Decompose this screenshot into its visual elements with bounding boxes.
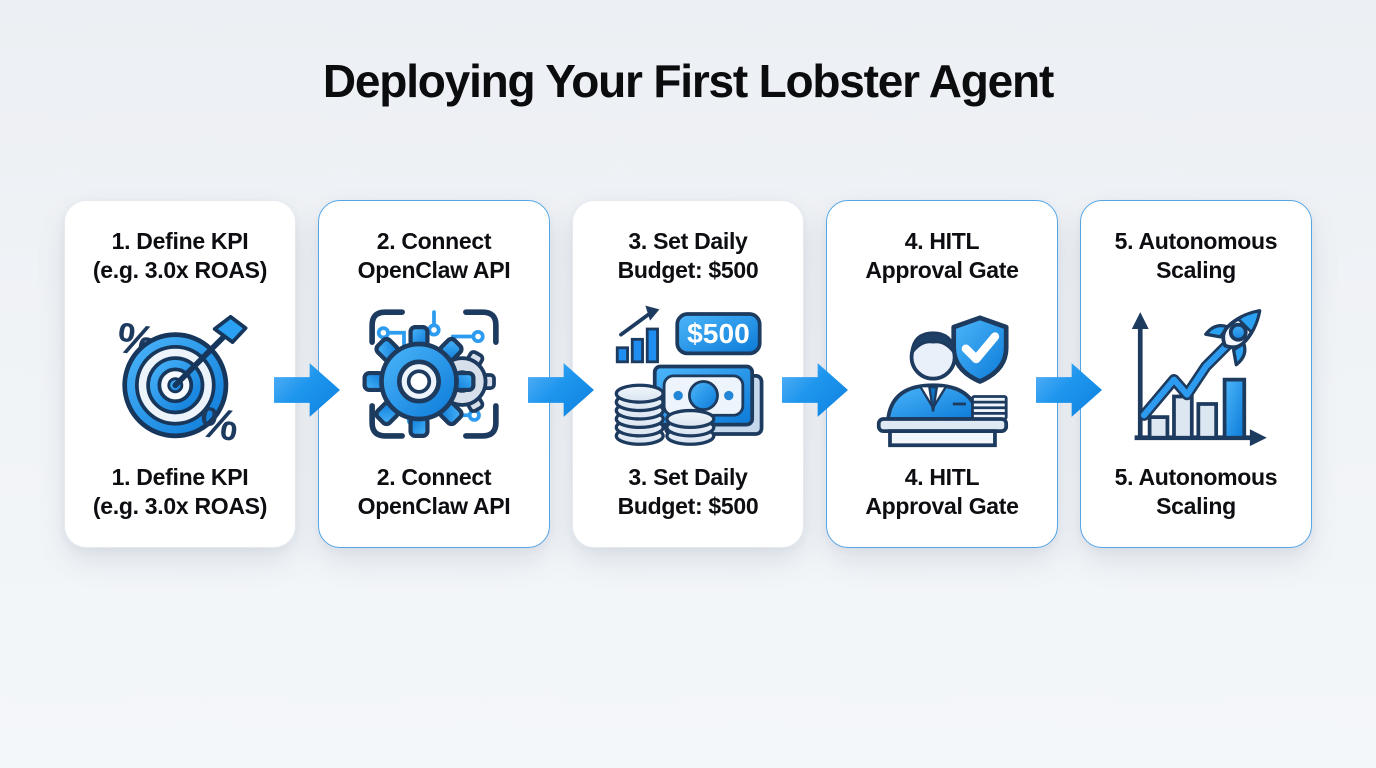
step-title-line2: OpenClaw API (357, 493, 511, 520)
step-title-line2: OpenClaw API (357, 256, 511, 283)
step-title-line2: Budget: $500 (617, 493, 759, 520)
step-title-line1: 1. Define KPI (111, 464, 249, 491)
step-card-connect-api: 2. Connect OpenClaw API (318, 200, 550, 548)
step-title-bottom: 2. Connect OpenClaw API (358, 463, 511, 521)
step-title-top: 2. Connect OpenClaw API (358, 227, 511, 285)
step-title-line1: 4. HITL (904, 464, 980, 491)
step-title-top: 3. Set Daily Budget: $500 (618, 227, 759, 285)
page-title: Deploying Your First Lobster Agent (322, 55, 1054, 107)
step-card-hitl-approval: 4. HITL Approval Gate (826, 200, 1058, 548)
step-title-line2: Scaling (1156, 256, 1236, 283)
flow-connector (782, 200, 848, 548)
step-title-bottom: 3. Set Daily Budget: $500 (618, 463, 759, 521)
workflow-diagram: 1. Define KPI (e.g. 3.0x ROAS) % % 1. De… (0, 200, 1376, 548)
step-title-top: 1. Define KPI (e.g. 3.0x ROAS) (93, 227, 267, 285)
percent-symbol: % (197, 398, 242, 449)
step-title-line2: Budget: $500 (617, 256, 759, 283)
step-card-autonomous-scaling: 5. Autonomous Scaling (1080, 200, 1312, 548)
step-title-line2: (e.g. 3.0x ROAS) (92, 256, 268, 283)
growth-chart-rocket-icon (1114, 285, 1278, 463)
target-with-percent-icon: % % (98, 285, 262, 463)
step-title-line1: 1. Define KPI (111, 228, 249, 254)
step-title-line1: 3. Set Daily (628, 228, 748, 254)
step-title-line2: Approval Gate (865, 256, 1019, 283)
step-card-define-kpi: 1. Define KPI (e.g. 3.0x ROAS) % % 1. De… (64, 200, 296, 548)
step-title-line2: (e.g. 3.0x ROAS) (92, 493, 268, 520)
flow-connector (528, 200, 594, 548)
approver-with-shield-icon (860, 285, 1024, 463)
step-title-line1: 2. Connect (376, 464, 492, 491)
cash-budget-icon: $500 (606, 285, 770, 463)
step-title-bottom: 4. HITL Approval Gate (865, 463, 1019, 521)
gears-circuit-icon (352, 285, 516, 463)
step-title-line2: Approval Gate (865, 493, 1019, 520)
flow-connector (274, 200, 340, 548)
step-title-top: 5. Autonomous Scaling (1115, 227, 1278, 285)
flow-connector (1036, 200, 1102, 548)
step-title-line1: 3. Set Daily (628, 464, 748, 491)
step-title-line1: 4. HITL (904, 228, 980, 254)
step-title-line1: 2. Connect (376, 228, 492, 254)
step-card-daily-budget: 3. Set Daily Budget: $500 $500 (572, 200, 804, 548)
step-title-bottom: 1. Define KPI (e.g. 3.0x ROAS) (93, 463, 267, 521)
budget-badge-label: $500 (687, 318, 750, 349)
step-title-line1: 5. Autonomous (1114, 464, 1278, 491)
step-title-top: 4. HITL Approval Gate (865, 227, 1019, 285)
step-title-line2: Scaling (1156, 493, 1236, 520)
step-title-bottom: 5. Autonomous Scaling (1115, 463, 1278, 521)
step-title-line1: 5. Autonomous (1114, 228, 1278, 254)
